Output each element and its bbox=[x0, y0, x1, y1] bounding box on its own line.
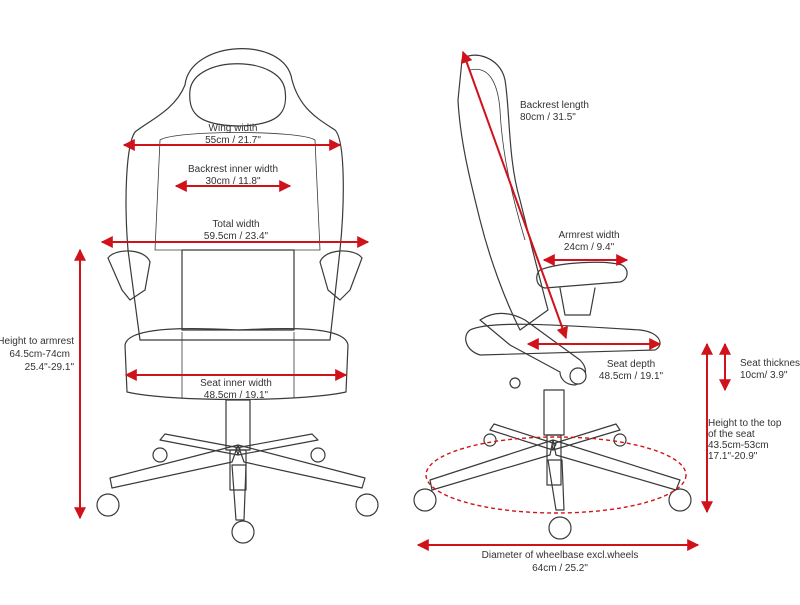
seat-depth-label: Seat depth bbox=[607, 359, 655, 370]
height-to-armrest-label: Height to armrest bbox=[0, 336, 74, 347]
height-to-armrest-value-in: 25.4"-29.1" bbox=[25, 362, 75, 373]
backrest-length-label: Backrest length bbox=[520, 100, 589, 111]
armrest-width-label: Armrest width bbox=[558, 230, 619, 241]
dim-wheelbase-diameter: Diameter of wheelbase excl.wheels 64cm /… bbox=[416, 539, 700, 574]
height-to-seat-label-line1: Height to the top bbox=[708, 418, 782, 429]
front-backrest-outline bbox=[125, 48, 344, 341]
seat-thickness-value: 10cm/ 3.9" bbox=[740, 370, 788, 381]
dim-backrest-inner-width: Backrest inner width 30cm / 11.8" bbox=[174, 164, 292, 192]
wheelbase-ellipse bbox=[425, 436, 687, 514]
front-chair-drawing bbox=[96, 48, 379, 544]
dim-height-to-armrest: Height to armrest 64.5cm-74cm 25.4"-29.1… bbox=[0, 248, 86, 520]
wheelbase-diameter-value: 64cm / 25.2" bbox=[532, 563, 588, 574]
seat-inner-width-value: 48.5cm / 19.1" bbox=[204, 390, 269, 401]
front-star-base bbox=[109, 433, 366, 521]
dim-seat-depth: Seat depth 48.5cm / 19.1" bbox=[526, 338, 664, 382]
dim-seat-inner-width: Seat inner width 48.5cm / 19.1" bbox=[124, 369, 348, 401]
total-width-label: Total width bbox=[212, 219, 259, 230]
wing-width-label: Wing width bbox=[209, 123, 258, 134]
total-width-value: 59.5cm / 23.4" bbox=[204, 231, 269, 242]
front-headrest-pad bbox=[189, 63, 287, 127]
dim-seat-thickness: Seat thickness 10cm/ 3.9" bbox=[719, 342, 800, 392]
front-lumbar-panel bbox=[181, 249, 295, 331]
dim-armrest-width: Armrest width 24cm / 9.4" bbox=[542, 230, 629, 266]
dim-total-width: Total width 59.5cm / 23.4" bbox=[100, 219, 370, 248]
wing-width-value: 55cm / 21.7" bbox=[205, 135, 261, 146]
side-star-base bbox=[429, 423, 681, 511]
wheelbase-diameter-label: Diameter of wheelbase excl.wheels bbox=[482, 550, 639, 561]
seat-thickness-label: Seat thickness bbox=[740, 358, 800, 369]
backrest-inner-width-value: 30cm / 11.8" bbox=[205, 176, 261, 187]
side-chair-drawing bbox=[413, 54, 692, 540]
armrest-width-value: 24cm / 9.4" bbox=[564, 242, 615, 253]
side-backrest-outline bbox=[457, 54, 549, 331]
side-armrest bbox=[536, 261, 628, 289]
side-gas-lift bbox=[543, 389, 565, 436]
front-seat-cushion bbox=[124, 327, 349, 401]
front-armrest-right bbox=[319, 250, 363, 301]
front-gas-lift bbox=[225, 399, 251, 451]
seat-depth-value: 48.5cm / 19.1" bbox=[599, 371, 664, 382]
backrest-inner-width-label: Backrest inner width bbox=[188, 164, 278, 175]
dim-backrest-length: Backrest length 80cm / 31.5" bbox=[461, 50, 589, 340]
dim-height-to-seat: Height to the top of the seat 43.5cm-53c… bbox=[701, 342, 782, 514]
front-armrest-left bbox=[107, 250, 151, 301]
height-to-seat-label-line2: of the seat bbox=[708, 429, 755, 440]
seat-inner-width-label: Seat inner width bbox=[200, 378, 272, 389]
height-to-armrest-value-cm: 64.5cm-74cm bbox=[9, 349, 70, 360]
height-to-seat-value-cm: 43.5cm-53cm bbox=[708, 440, 769, 451]
backrest-length-value: 80cm / 31.5" bbox=[520, 112, 576, 123]
dim-wing-width: Wing width 55cm / 21.7" bbox=[122, 123, 342, 151]
height-to-seat-value-in: 17.1"-20.9" bbox=[708, 451, 758, 462]
